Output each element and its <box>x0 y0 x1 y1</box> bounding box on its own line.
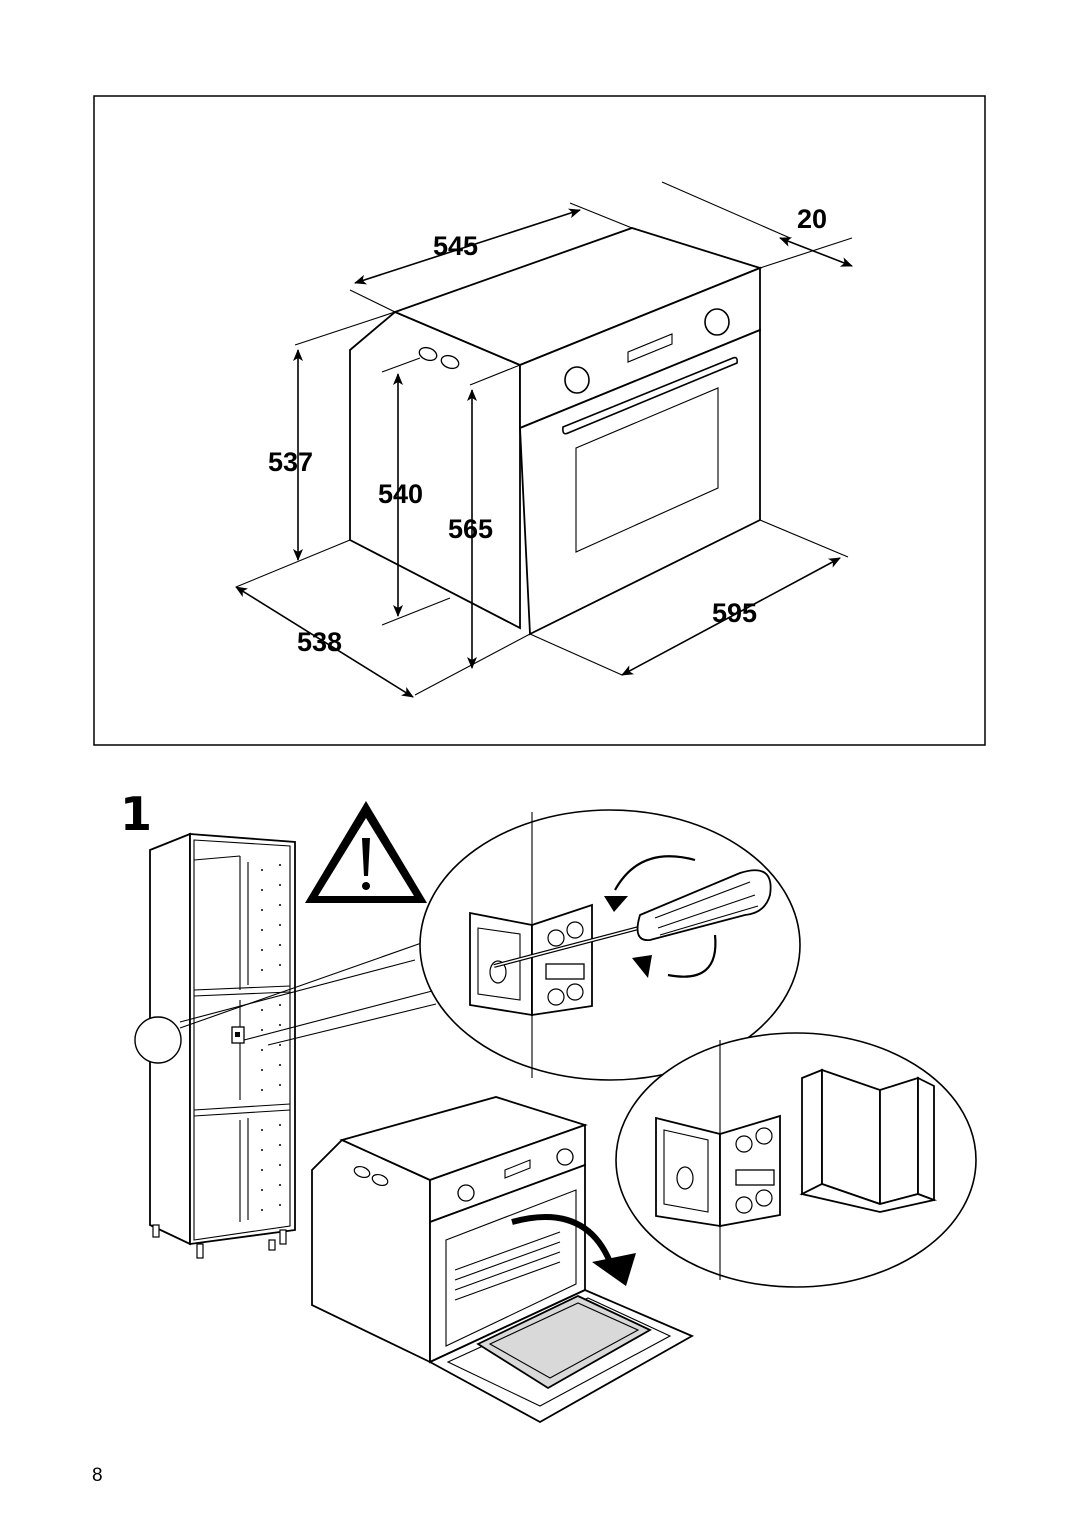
detail-marker-icon <box>134 1016 182 1064</box>
installation-step: 1 <box>120 787 977 1424</box>
vent-icon <box>440 354 460 370</box>
baking-tray <box>476 1295 652 1390</box>
bracket-cover-icon <box>799 1068 938 1213</box>
dim-arrow-595 <box>621 557 841 676</box>
tall-cabinet <box>134 832 296 1259</box>
dim-label-538: 538 <box>297 627 342 657</box>
dimension-diagram: 545 20 537 540 565 538 595 <box>93 95 986 746</box>
dim-arrow-20 <box>779 237 853 267</box>
dim-label-595: 595 <box>712 598 757 628</box>
oven-open-door <box>311 1096 695 1424</box>
oven-display <box>627 333 673 363</box>
rotate-arrow-icon <box>614 855 696 891</box>
vent-icon <box>418 346 438 362</box>
knob-left-icon <box>564 366 590 394</box>
knob-right-icon <box>704 308 730 336</box>
dim-arrow-545 <box>354 208 581 285</box>
door-open-arrow-icon <box>511 1214 613 1264</box>
step-number: 1 <box>120 787 152 841</box>
dim-label-537: 537 <box>268 447 313 477</box>
dim-arrow-538 <box>235 586 414 698</box>
screwdriver-icon <box>636 869 772 941</box>
dim-label-540: 540 <box>378 479 423 509</box>
rotate-arrow-icon <box>667 934 717 978</box>
warning-triangle-icon <box>305 801 427 903</box>
diagram-frame <box>93 95 986 746</box>
oven-handle <box>562 356 738 435</box>
oven-window <box>575 387 719 553</box>
dim-label-20: 20 <box>797 204 827 234</box>
page-number: 8 <box>92 1465 103 1486</box>
oven-left-side <box>349 310 521 630</box>
dim-label-545: 545 <box>433 231 478 261</box>
detail-bracket-cover <box>615 1032 977 1288</box>
detail-screwdriver <box>419 809 801 1081</box>
dim-label-565: 565 <box>448 514 493 544</box>
